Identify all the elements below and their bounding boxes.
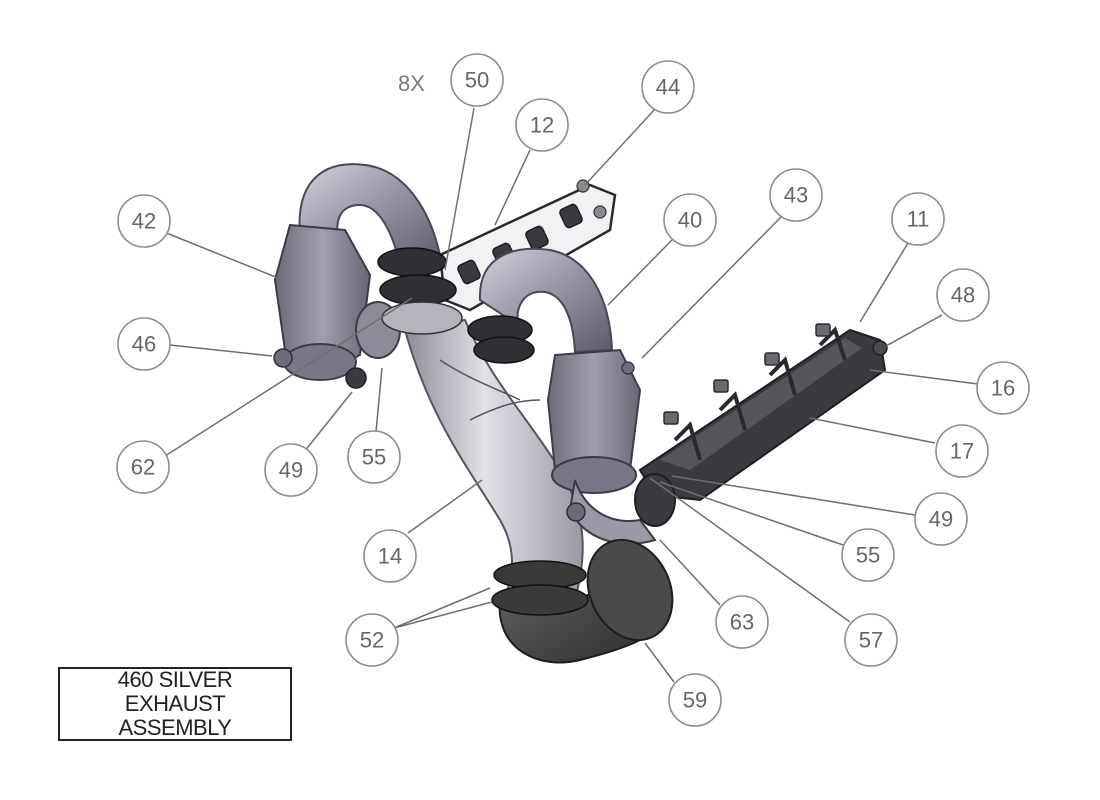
balloon-label: 50 bbox=[465, 68, 489, 93]
title-line: EXHAUST bbox=[124, 691, 226, 716]
balloon-label: 57 bbox=[859, 628, 883, 653]
balloon: 17 bbox=[935, 424, 989, 478]
balloon-label: 48 bbox=[951, 283, 975, 308]
right-catalytic-converter bbox=[467, 247, 676, 545]
balloon: 14 bbox=[363, 529, 417, 583]
balloon-label: 16 bbox=[991, 376, 1015, 401]
balloon-label: 49 bbox=[279, 458, 303, 483]
balloon: 50 bbox=[450, 53, 504, 107]
balloon-label: 43 bbox=[784, 183, 808, 208]
balloon-label: 44 bbox=[656, 75, 680, 100]
balloon: 49 bbox=[264, 443, 318, 497]
balloon: 11 bbox=[891, 192, 945, 246]
balloon: 40 bbox=[663, 193, 717, 247]
balloon-label: 42 bbox=[132, 209, 156, 234]
left-catalytic-converter bbox=[273, 163, 442, 389]
balloon-label: 63 bbox=[730, 610, 754, 635]
balloon: 55 bbox=[347, 430, 401, 484]
balloon: 52 bbox=[345, 613, 399, 667]
balloon: 57 bbox=[844, 613, 898, 667]
balloon-label: 40 bbox=[678, 208, 702, 233]
balloon: 48 bbox=[936, 268, 990, 322]
balloon: 42 bbox=[117, 194, 171, 248]
assembly-illustration bbox=[273, 163, 888, 664]
balloon: 55 bbox=[841, 528, 895, 582]
balloon: 16 bbox=[976, 361, 1030, 415]
balloon-label: 55 bbox=[856, 543, 880, 568]
balloon-label: 59 bbox=[683, 688, 707, 713]
balloon-label: 55 bbox=[362, 445, 386, 470]
balloon: 63 bbox=[715, 595, 769, 649]
balloon-label: 12 bbox=[530, 113, 554, 138]
title-block: 460 SILVER EXHAUST ASSEMBLY bbox=[58, 667, 292, 741]
balloon-callouts: 50 44 12 42 40 43 11 48 46 16 62 49 55 1… bbox=[116, 53, 1030, 727]
balloon: 43 bbox=[769, 168, 823, 222]
balloon-label: 17 bbox=[950, 439, 974, 464]
balloon: 49 bbox=[914, 492, 968, 546]
right-manifold bbox=[638, 323, 888, 502]
balloon: 59 bbox=[668, 673, 722, 727]
balloon-label: 62 bbox=[131, 455, 155, 480]
balloon: 12 bbox=[515, 98, 569, 152]
balloon-label: 14 bbox=[378, 544, 402, 569]
quantity-note: 8X bbox=[398, 71, 425, 96]
balloon-label: 49 bbox=[929, 507, 953, 532]
balloon-label: 46 bbox=[132, 332, 156, 357]
balloon-label: 52 bbox=[360, 628, 384, 653]
balloon: 44 bbox=[641, 60, 695, 114]
balloon: 62 bbox=[116, 440, 170, 494]
upper-clamps bbox=[377, 247, 463, 335]
title-line: ASSEMBLY bbox=[118, 715, 232, 740]
lower-elbow bbox=[491, 538, 674, 664]
balloon: 46 bbox=[117, 317, 171, 371]
leader-lines bbox=[161, 107, 979, 683]
title-line: 460 SILVER bbox=[117, 667, 233, 692]
balloon-label: 11 bbox=[907, 207, 930, 232]
